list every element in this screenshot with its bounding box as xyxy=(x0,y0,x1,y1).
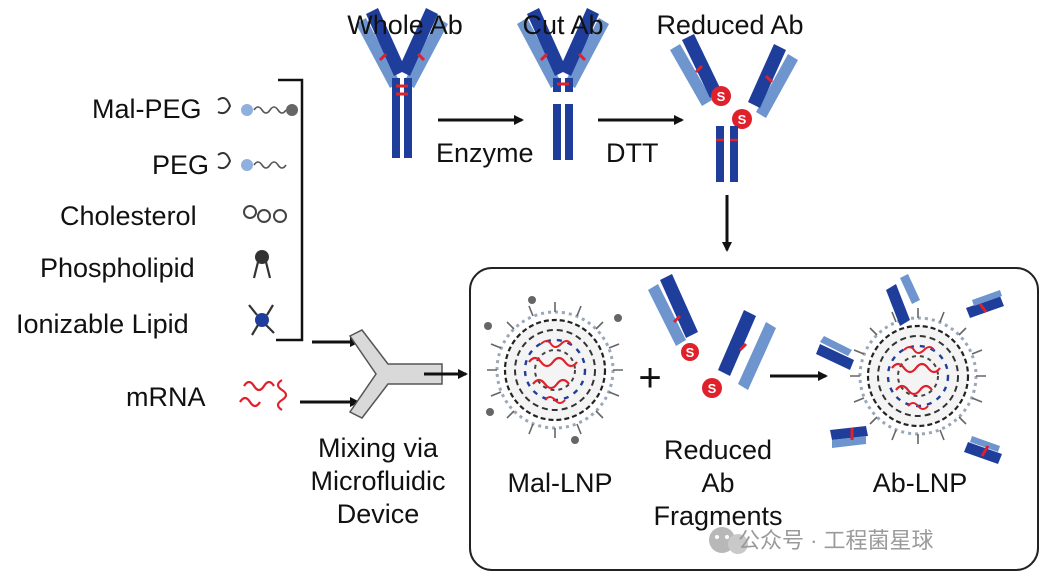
whole-ab-label: Whole Ab xyxy=(347,10,463,40)
mixing-line-3: Device xyxy=(336,498,420,529)
conjugation-box xyxy=(469,267,1039,571)
reduced-fragment-icon xyxy=(646,272,701,363)
ionizable-lipid-icon xyxy=(248,304,275,336)
watermark-logo-icon xyxy=(709,527,748,554)
svg-text:S: S xyxy=(738,112,747,127)
cholesterol-icon xyxy=(243,205,287,223)
cut-ab-label: Cut Ab xyxy=(522,10,604,40)
plus-sign: + xyxy=(638,356,662,400)
reduced-fragments-line-2: Ab xyxy=(701,467,735,498)
svg-text:S: S xyxy=(717,89,726,104)
microfluidic-device-icon xyxy=(348,329,443,419)
phospholipid-icon xyxy=(252,250,272,279)
reduced-ab-label: Reduced Ab xyxy=(656,10,804,40)
ab-lnp-label: Ab-LNP xyxy=(872,468,968,498)
mal-peg-icon xyxy=(217,97,298,116)
mrna-label: mRNA xyxy=(126,382,206,412)
ab-lnp-particle xyxy=(848,306,988,446)
mixing-label: Mixing via Microfluidic Device xyxy=(310,432,445,531)
peg-icon xyxy=(217,152,287,171)
reduced-fragments-label: Reduced Ab Fragments xyxy=(653,434,782,533)
component-bracket xyxy=(276,78,304,342)
mal-lnp-particle xyxy=(485,300,625,440)
watermark-text: 公众号 · 工程菌星球 xyxy=(738,528,934,553)
dtt-label: DTT xyxy=(606,138,659,168)
phospholipid-label: Phospholipid xyxy=(40,253,195,283)
svg-text:S: S xyxy=(708,381,717,396)
conjugated-antibody-icon xyxy=(816,336,854,370)
mal-peg-label: Mal-PEG xyxy=(92,94,202,124)
reduced-fragments-line-3: Fragments xyxy=(653,500,783,531)
conjugated-antibody-icon xyxy=(886,274,920,326)
peg-label: PEG xyxy=(152,150,210,180)
mixing-line-2: Microfluidic xyxy=(310,465,446,496)
ionizable-lipid-label: Ionizable Lipid xyxy=(16,309,189,339)
enzyme-label: Enzyme xyxy=(436,138,534,168)
mal-lnp-label: Mal-LNP xyxy=(507,468,613,498)
cholesterol-label: Cholesterol xyxy=(60,201,197,231)
reduced-antibody-icon: S S xyxy=(670,34,798,182)
reduced-fragment-icon: S xyxy=(702,310,776,398)
mixing-line-1: Mixing via xyxy=(317,433,439,463)
mrna-icon xyxy=(239,379,288,411)
conjugated-antibody-icon xyxy=(964,436,1002,464)
conjugated-antibody-icon xyxy=(966,290,1004,318)
reduced-fragments-line-1: Reduced xyxy=(663,435,773,465)
conjugated-antibody-icon xyxy=(830,426,868,448)
